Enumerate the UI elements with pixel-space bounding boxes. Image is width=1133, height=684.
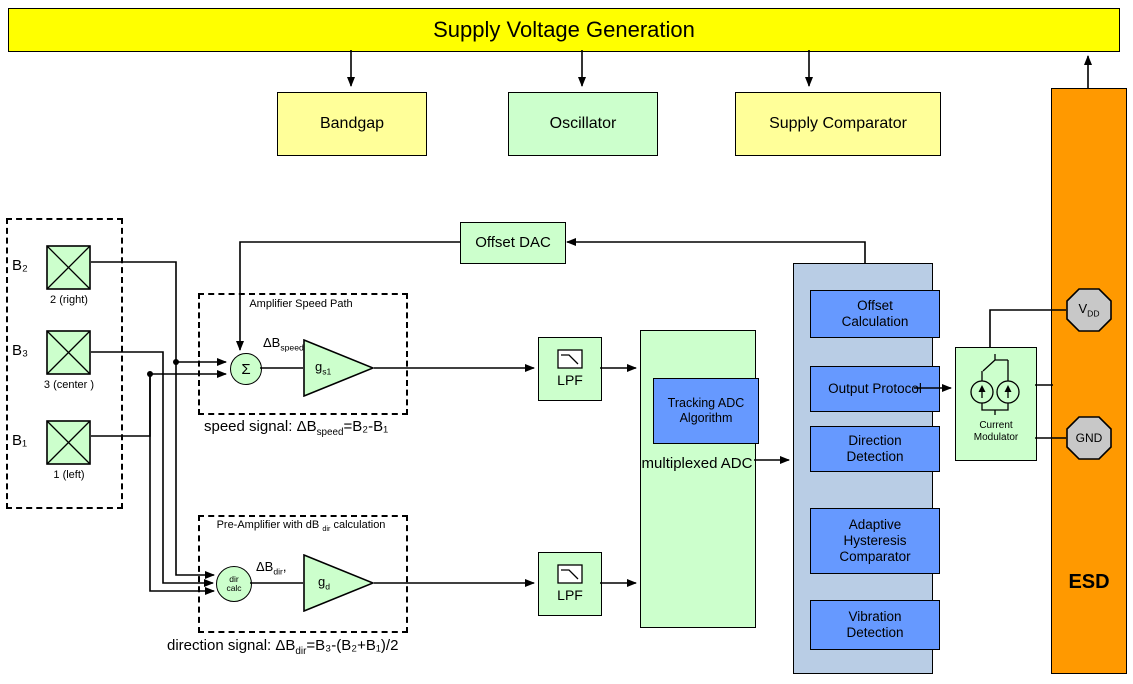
supply-comparator-label: Supply Comparator xyxy=(769,114,907,132)
wire-dsp-to-offset-dac xyxy=(566,238,866,263)
vdd-label: VDD xyxy=(1078,301,1100,319)
offset-calculation-block: Offset Calculation xyxy=(810,290,940,338)
hall-plate-icon xyxy=(46,245,91,290)
speed-formula: speed signal: ΔBspeed=B₂-B₁ xyxy=(204,418,389,438)
sigma-symbol: Σ xyxy=(241,360,251,378)
speed-gain-label: gs1 xyxy=(315,359,332,377)
pre-amplifier-title: Pre-Amplifier with dB dir calculation xyxy=(216,519,386,534)
bandgap-block: Bandgap xyxy=(277,92,427,156)
lpf-direction-block: LPF xyxy=(538,552,602,616)
tracking-adc-label: Tracking ADC Algorithm xyxy=(667,396,745,425)
oscillator-block: Oscillator xyxy=(508,92,658,156)
lpf-icon xyxy=(557,349,583,369)
vibration-detection-block: Vibration Detection xyxy=(810,600,940,650)
tracking-adc-algorithm-block: Tracking ADC Algorithm xyxy=(653,378,759,444)
junction-dot xyxy=(147,371,153,377)
multiplexed-adc-block xyxy=(640,330,756,628)
hall-plate-b3-name: B₃ xyxy=(12,342,29,359)
adaptive-hysteresis-comparator-block: Adaptive Hysteresis Comparator xyxy=(810,508,940,574)
summation-node: Σ xyxy=(230,353,262,385)
dir-calc-node: dir calc xyxy=(216,566,252,602)
hall-plate-b1-name: B₁ xyxy=(12,432,28,449)
offset-dac-block: Offset DAC xyxy=(460,222,566,264)
gnd-octagon-icon xyxy=(1066,416,1112,460)
hall-plate-b3-caption: 3 (center ) xyxy=(43,379,95,391)
amplifier-speed-path-title: Amplifier Speed Path xyxy=(249,298,353,310)
offset-dac-label: Offset DAC xyxy=(475,234,551,252)
current-modulator-block: Current Modulator xyxy=(955,347,1037,461)
adc-label: multiplexed ADC xyxy=(641,455,753,472)
esd-block: ESD xyxy=(1051,88,1127,674)
hall-plate-icon xyxy=(46,420,91,465)
lpf-icon xyxy=(557,564,583,584)
speed-amplifier-icon xyxy=(303,339,375,397)
hall-plate-b2-caption: 2 (right) xyxy=(50,294,88,306)
output-protocol-block: Output Protocol xyxy=(810,366,940,412)
lpf-label: LPF xyxy=(557,587,583,604)
lpf-label: LPF xyxy=(557,372,583,389)
hall-plate-icon xyxy=(46,330,91,375)
direction-formula: direction signal: ΔBdir=B₃-(B₂+B₁)/2 xyxy=(167,637,399,657)
bandgap-label: Bandgap xyxy=(319,114,385,132)
gnd-label: GND xyxy=(1075,431,1103,445)
direction-gain-label: gd xyxy=(318,574,331,592)
delta-b-dir-label: ΔBdir, xyxy=(256,559,287,577)
current-source-icon xyxy=(970,354,1020,415)
delta-b-speed-label: ΔBspeed xyxy=(263,335,304,353)
vdd-pin: VDD xyxy=(1066,288,1112,332)
oscillator-label: Oscillator xyxy=(549,114,617,132)
banner-title: Supply Voltage Generation xyxy=(433,17,695,43)
junction-dot xyxy=(173,359,179,365)
supply-comparator-block: Supply Comparator xyxy=(735,92,941,156)
supply-voltage-banner: Supply Voltage Generation xyxy=(8,8,1120,52)
direction-amplifier-icon xyxy=(303,554,375,612)
vdd-octagon-icon xyxy=(1066,288,1112,332)
direction-detection-block: Direction Detection xyxy=(810,426,940,472)
gnd-pin: GND xyxy=(1066,416,1112,460)
hall-plate-b1-caption: 1 (left) xyxy=(53,469,85,481)
current-modulator-label: Current Modulator xyxy=(973,420,1019,443)
esd-label: ESD xyxy=(1068,571,1110,593)
lpf-speed-block: LPF xyxy=(538,337,602,401)
hall-plate-b2-name: B₂ xyxy=(12,257,28,274)
